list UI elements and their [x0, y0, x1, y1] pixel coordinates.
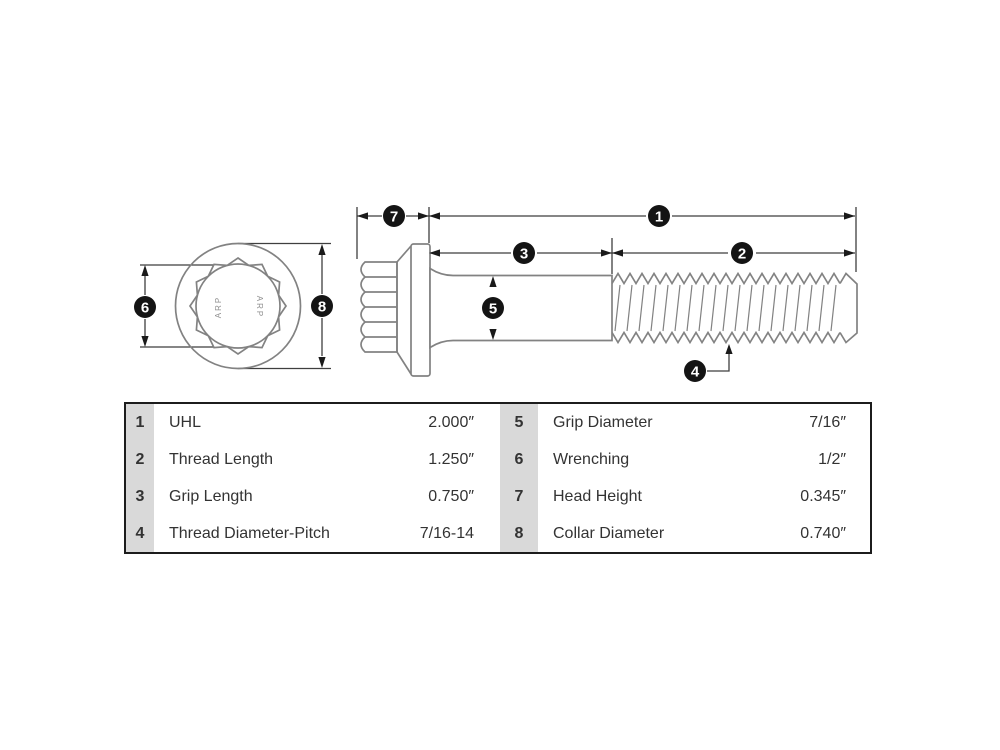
callout-1-uhl: 1 [648, 205, 670, 227]
table-row: Grip Length 0.750″ [154, 478, 500, 515]
row-number: 7 [514, 487, 524, 505]
bolt-side-view [360, 243, 858, 377]
callout-6-wrenching: 6 [134, 296, 156, 318]
threaded-section [611, 271, 858, 345]
table-row: Head Height 0.345″ [538, 478, 870, 515]
spec-label: Thread Length [169, 450, 274, 468]
row-number: 4 [135, 524, 145, 542]
spec-label: Wrenching [553, 450, 630, 468]
spec-label: Head Height [553, 487, 642, 505]
head-inner-circle [195, 263, 281, 349]
svg-text:8: 8 [318, 298, 326, 315]
arp-marking-left: ARP [214, 296, 223, 318]
row-number: 5 [514, 413, 524, 431]
table-row: Thread Length 1.250″ [154, 441, 500, 478]
callout-8-collar-diameter: 8 [311, 295, 333, 317]
callout-4-thread-diameter-pitch: 4 [684, 360, 706, 382]
row-number: 3 [135, 487, 145, 505]
spec-value: 7/16-14 [419, 524, 474, 542]
callout-balloons: 1 2 3 4 5 6 7 [134, 205, 753, 382]
callout-3-grip-length: 3 [513, 242, 535, 264]
spec-label: UHL [169, 413, 202, 431]
head-flare-lines [396, 245, 412, 375]
spec-label: Grip Diameter [553, 413, 653, 431]
row-number: 2 [135, 450, 145, 468]
spec-label: Collar Diameter [553, 524, 665, 542]
number-column: 5 6 7 8 [500, 404, 538, 552]
callout-7-head-height: 7 [383, 205, 405, 227]
svg-text:5: 5 [489, 300, 497, 317]
svg-text:7: 7 [390, 208, 398, 225]
svg-text:4: 4 [691, 363, 700, 380]
callout-2-thread-length: 2 [731, 242, 753, 264]
spec-value: 0.345″ [800, 487, 846, 505]
arp-marking-right: ARP [255, 296, 264, 318]
row-number: 6 [514, 450, 524, 468]
chamfered-tip [839, 272, 858, 344]
collar-flange [410, 243, 431, 377]
head-serration-lines [365, 262, 398, 352]
table-row: Wrenching 1/2″ [538, 441, 870, 478]
spec-value: 2.000″ [428, 413, 474, 431]
spec-value: 7/16″ [809, 413, 846, 431]
row-number: 1 [135, 413, 145, 431]
dimension-arrowheads [141, 212, 855, 368]
svg-text:1: 1 [655, 208, 663, 225]
spec-table: 1 2 3 4 UHL 2.000″ Thread Length 1.250″ … [124, 402, 872, 554]
row-number: 8 [514, 524, 524, 542]
svg-text:6: 6 [141, 299, 149, 316]
collar-circle [174, 242, 302, 370]
number-column: 1 2 3 4 [126, 404, 154, 552]
spec-value: 1/2″ [818, 450, 846, 468]
spec-value: 0.740″ [800, 524, 846, 542]
bolt-front-view: ARP ARP [174, 242, 302, 370]
spec-label: Thread Diameter-Pitch [169, 524, 330, 542]
grip-shank [429, 266, 613, 350]
spec-value: 1.250″ [428, 450, 474, 468]
callout-5-grip-diameter: 5 [482, 297, 504, 319]
table-row: Thread Diameter-Pitch 7/16-14 [154, 515, 500, 552]
table-row: Collar Diameter 0.740″ [538, 515, 870, 552]
table-row: Grip Diameter 7/16″ [538, 404, 870, 441]
svg-text:3: 3 [520, 245, 528, 262]
table-row: UHL 2.000″ [154, 404, 500, 441]
dimension-lines [140, 207, 857, 372]
spec-value: 0.750″ [428, 487, 474, 505]
spec-label: Grip Length [169, 487, 253, 505]
svg-text:2: 2 [738, 245, 746, 262]
spec-table-left-half: 1 2 3 4 UHL 2.000″ Thread Length 1.250″ … [126, 404, 500, 552]
spec-table-right-half: 5 6 7 8 Grip Diameter 7/16″ Wrenching 1/… [500, 404, 870, 552]
